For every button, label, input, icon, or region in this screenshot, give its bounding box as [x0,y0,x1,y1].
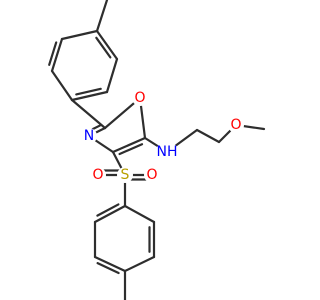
bond-r1-r3 [123,204,156,224]
bond-c4-c5 [111,136,147,154]
sulfonyl-oxygen-right-label: O [146,167,157,183]
bond-r4-r6-double [96,262,120,275]
amine-bg [156,141,178,163]
bond-t1-t3 [95,29,119,61]
bond-t2-t4-double [48,41,58,66]
sulfonyl-oxygen-left-bg [90,167,106,183]
amine-label: NH [157,144,178,160]
sulfonyl-oxygen-right-bg [144,167,160,183]
atom-label-layer: O N NH O S O O [81,90,244,183]
bond-r5-r6 [123,255,156,273]
ether-oxygen-bg [228,117,244,133]
bond-c4-c5-double [118,143,144,156]
bond-m1-m2 [195,128,221,144]
molecule-canvas: O N NH O S O O [48,0,266,300]
oxazole-nitrogen-label: N [84,128,94,144]
molecule-structure: O N NH O S O O [48,0,266,300]
sulfur-bg [117,167,133,183]
oxazole-oxygen-bg [132,90,148,106]
bond-t1-methyl [95,0,109,33]
bond-r1-r2-double [96,203,120,217]
oxazole-oxygen-label: O [134,90,145,106]
ether-oxygen-label: O [230,117,241,133]
bond-r4-r6 [93,255,127,273]
bond-t2-t4 [50,37,64,73]
bond-t3-t5 [105,57,119,94]
bond-r1-r2 [93,204,127,224]
bond-t1-t2 [60,29,99,41]
sulfur-label: S [121,167,130,183]
oxazole-nitrogen-bg [81,128,97,144]
bond-t5-t6 [70,90,109,102]
bond-t1-t3-double [95,36,112,59]
bond-t5-t6-double [75,87,102,96]
bond-t4-t6 [50,69,74,102]
sulfonyl-oxygen-left-label: O [92,167,103,183]
bond-t6-c2 [70,98,107,130]
